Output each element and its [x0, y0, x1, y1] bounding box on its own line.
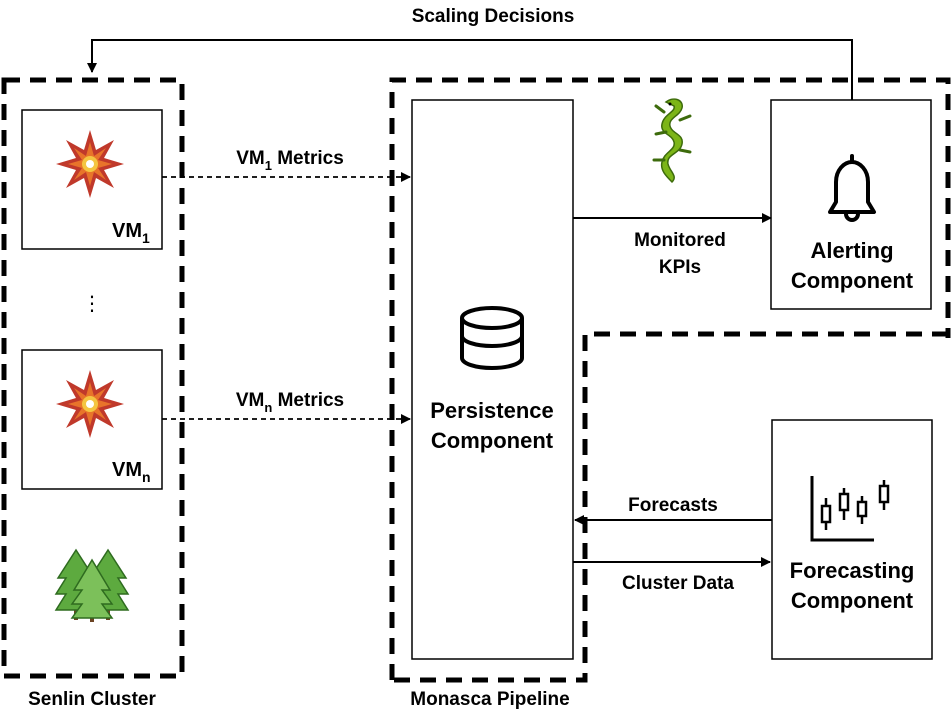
vm-ellipsis: ⋮	[82, 291, 102, 315]
alerting-component-box	[770, 99, 932, 310]
scaling-decisions-arrow	[87, 39, 853, 100]
senlin-cluster-boundary	[1, 77, 185, 679]
forecasting-title-line1: Forecasting	[790, 558, 915, 583]
persistence-component-box	[411, 99, 574, 660]
cluster-data-label: Cluster Data	[622, 573, 734, 594]
forecasting-component-box	[771, 419, 933, 660]
openstack-star-icon	[56, 370, 124, 438]
lizard-icon	[652, 98, 692, 184]
monasca-pipeline-label: Monasca Pipeline	[410, 689, 569, 710]
vm1-metrics-label: VM1 Metrics	[236, 148, 344, 173]
monasca-pipeline-boundary-bottom	[392, 331, 948, 683]
scaling-decisions-label: Scaling Decisions	[412, 6, 575, 27]
vmn-label: VMn	[112, 459, 151, 485]
bell-icon	[828, 154, 876, 222]
candlestick-chart-icon	[810, 476, 890, 542]
vm1-box	[21, 109, 163, 250]
senlin-cluster-label: Senlin Cluster	[28, 689, 156, 710]
forecasts-label: Forecasts	[628, 495, 718, 516]
alerting-title-line2: Component	[791, 268, 914, 293]
monitored-kpis-line2: KPIs	[659, 257, 701, 278]
forecasting-title-line2: Component	[791, 588, 914, 613]
persistence-title-line1: Persistence	[430, 398, 554, 423]
openstack-star-icon	[56, 130, 124, 198]
vmn-metrics-label: VMn Metrics	[236, 390, 344, 415]
monasca-pipeline-boundary-top	[389, 77, 951, 680]
monitored-kpis-line1: Monitored	[634, 230, 726, 251]
forest-icon	[54, 548, 130, 622]
vm1-label: VM1	[112, 220, 150, 246]
alerting-title-line1: Alerting	[810, 238, 893, 263]
database-icon	[460, 306, 524, 370]
persistence-title-line2: Component	[431, 428, 554, 453]
